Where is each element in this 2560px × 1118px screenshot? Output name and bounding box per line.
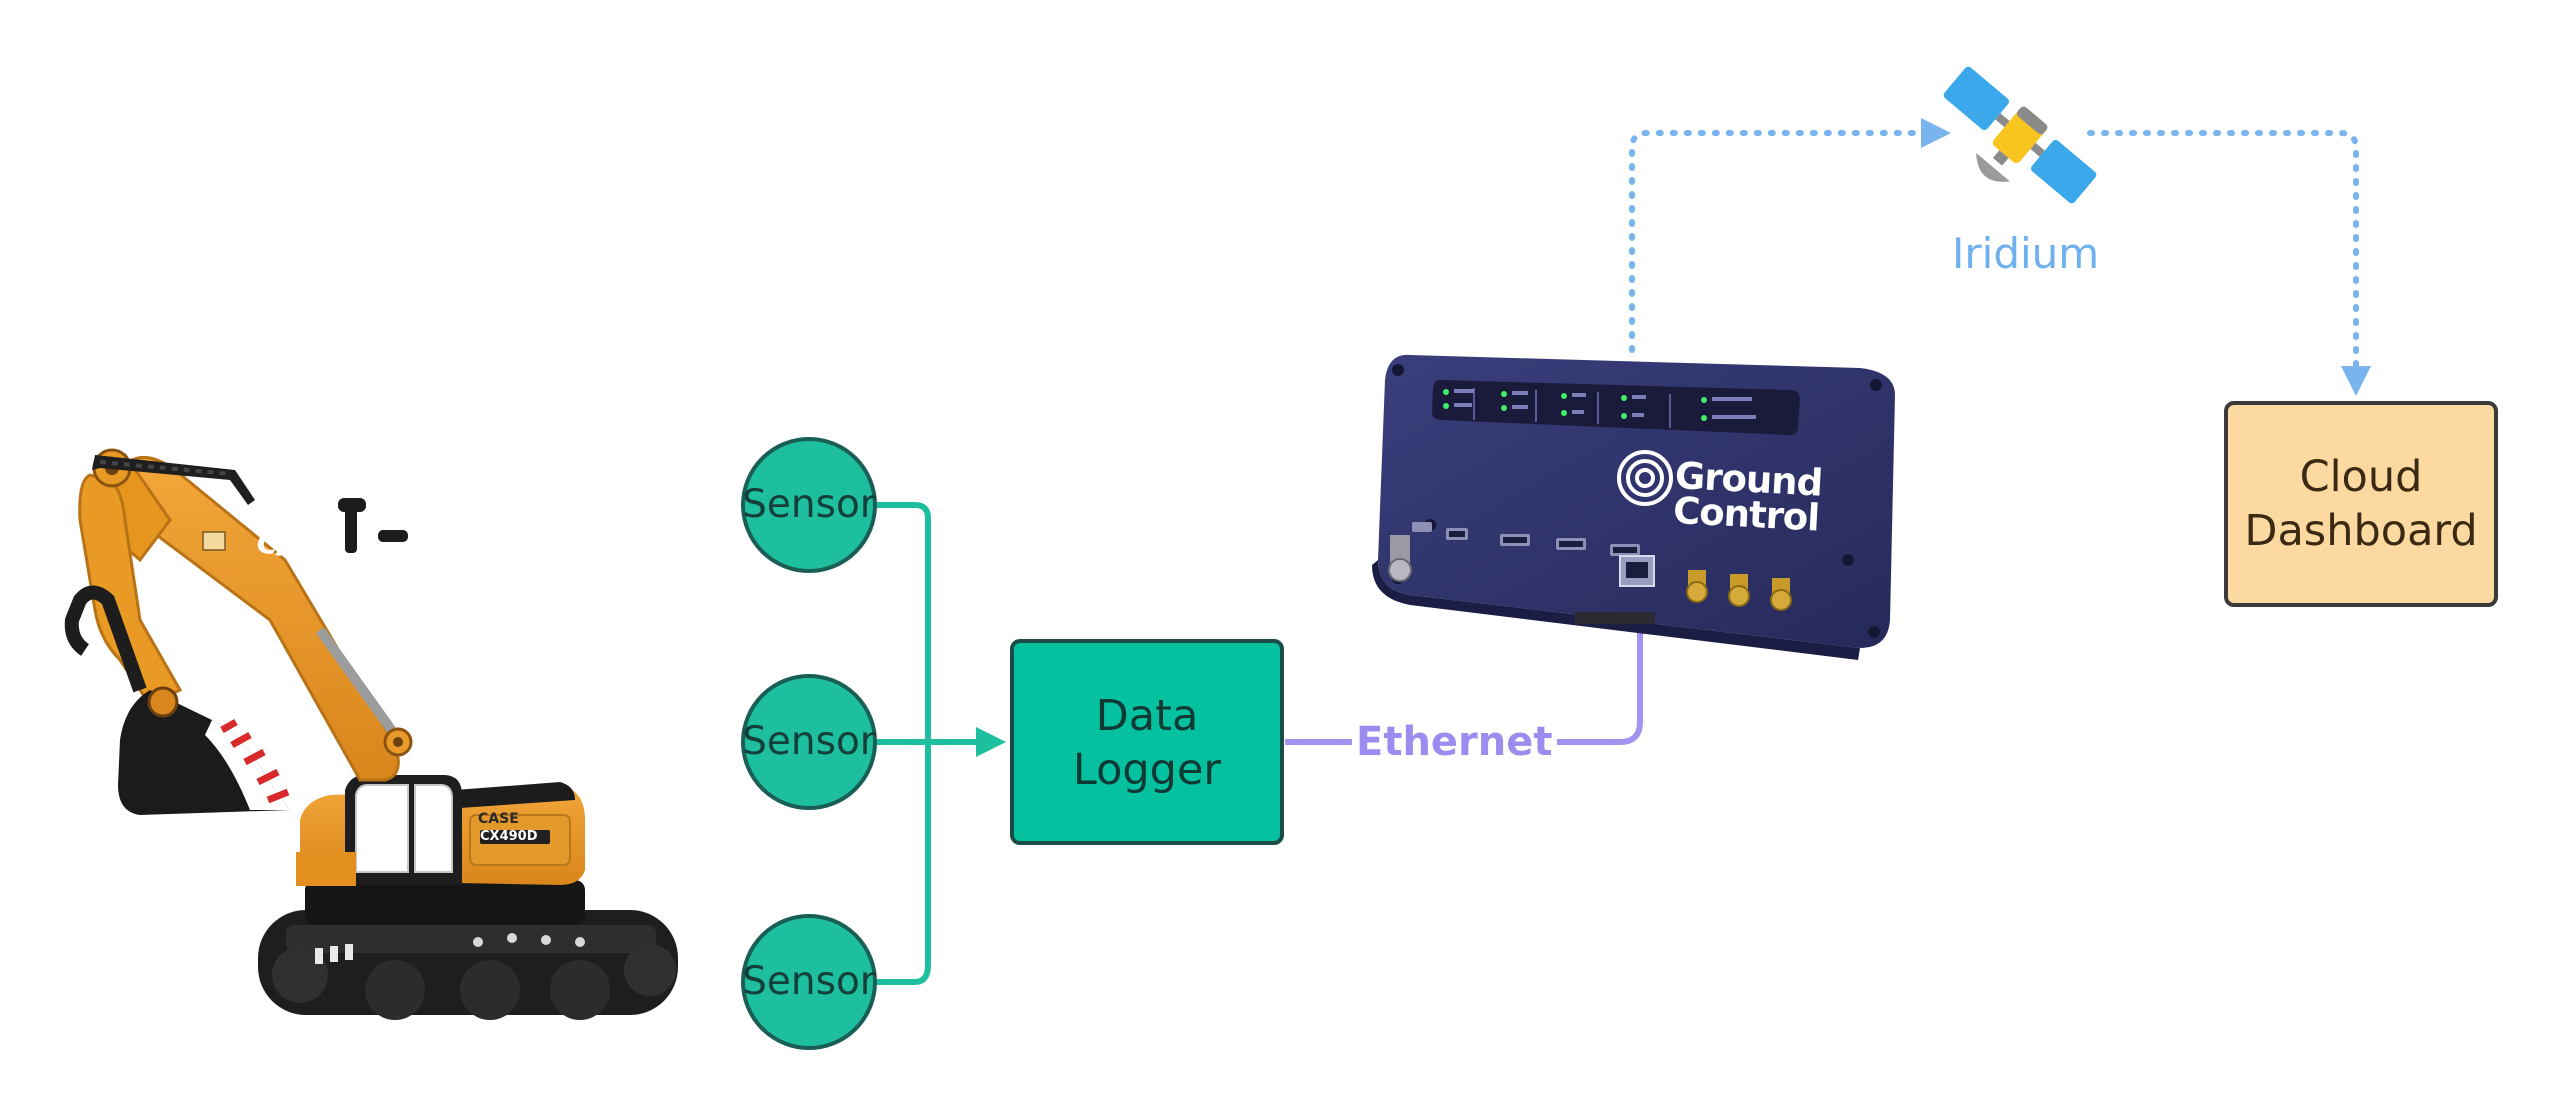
cloud-dashboard-label: Cloud Dashboard [2244, 452, 2478, 556]
sensor-node [741, 914, 877, 1050]
satellite-icon [1943, 66, 2097, 204]
device-antenna-connectors [1686, 570, 1792, 611]
excavator-model-decal: CX490D [480, 829, 538, 844]
device-leds [1443, 389, 1707, 421]
sensor-node [741, 437, 877, 573]
cloud-dashboard-box [2224, 401, 2498, 607]
ethernet-connector [1285, 579, 1655, 745]
excavator-illustration [64, 448, 678, 1020]
excavator-engine-cover [455, 782, 575, 808]
sensor-label: Sensor [742, 482, 876, 527]
sensor-label: Sensor [742, 959, 876, 1004]
sensor-node [741, 674, 877, 810]
satellite-to-cloud-link [2087, 130, 2371, 396]
excavator-wheel [460, 960, 520, 1020]
excavator-turntable [305, 880, 585, 925]
excavator-wheel [272, 947, 328, 1003]
excavator-track-top [286, 925, 656, 953]
excavator-wheel [624, 944, 676, 996]
excavator-wheel [550, 960, 610, 1020]
excavator-wheel [365, 960, 425, 1020]
device-to-satellite-link [1629, 118, 1951, 353]
satellite-links [1629, 118, 2371, 396]
ethernet-label: Ethernet [1352, 722, 1557, 762]
iridium-label: Iridium [1952, 229, 2100, 278]
sensor-nodes [741, 437, 877, 1050]
device-ethernet-port [1619, 555, 1655, 587]
ethernet-line [1285, 579, 1655, 745]
excavator-cab-decal: CASE [478, 811, 519, 827]
ground-control-device-illustration [1372, 354, 1895, 660]
data-logger-box [1010, 639, 1284, 845]
ground-control-brand-label: Ground Control [1672, 454, 1824, 540]
excavator-arm [78, 473, 183, 707]
sensor-label: Sensor [742, 719, 876, 764]
data-logger-label: Data Logger [1072, 691, 1222, 795]
ground-control-logo-icon [1617, 450, 1673, 506]
excavator-handlebar [92, 455, 255, 505]
sensor-connectors [875, 502, 1006, 985]
